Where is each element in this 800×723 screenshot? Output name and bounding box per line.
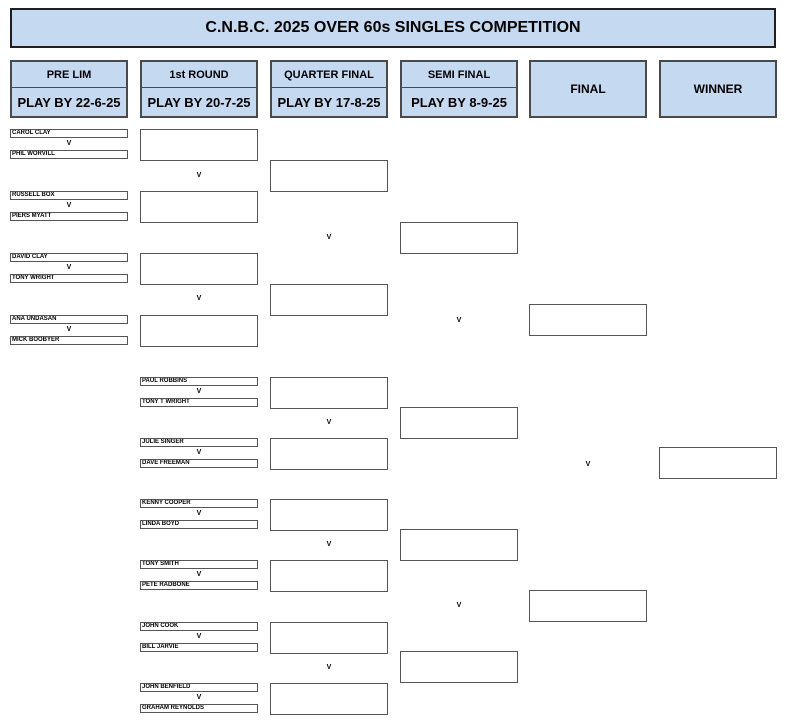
- vs-label: V: [196, 449, 202, 456]
- prelim-player-1: CAROL CLAY: [10, 129, 128, 138]
- vs-label: V: [326, 419, 332, 426]
- round1-player-2: BILL JARVIE: [140, 643, 258, 652]
- header-quarter: QUARTER FINAL PLAY BY 17-8-25: [270, 60, 388, 118]
- header-semi: SEMI FINAL PLAY BY 8-9-25: [400, 60, 518, 118]
- round1-player-2: PETE RADBONE: [140, 581, 258, 590]
- semi-final-slot[interactable]: [400, 222, 518, 254]
- vs-label: V: [66, 202, 72, 209]
- round1-player-1: PAUL ROBBINS: [140, 377, 258, 386]
- quarter-final-slot[interactable]: [270, 284, 388, 316]
- vs-label: V: [456, 317, 462, 324]
- vs-label: V: [196, 571, 202, 578]
- semi-final-slot[interactable]: [400, 407, 518, 439]
- header-round1: 1st ROUND PLAY BY 20-7-25: [140, 60, 258, 118]
- round1-player-1: JULIE SINGER: [140, 438, 258, 447]
- round1-player-2: TONY T WRIGHT: [140, 398, 258, 407]
- vs-label: V: [326, 234, 332, 241]
- quarter-final-slot[interactable]: [270, 560, 388, 592]
- vs-label: V: [326, 541, 332, 548]
- header-round1-round: 1st ROUND: [142, 62, 256, 88]
- round1-player-1: KENNY COOPER: [140, 499, 258, 508]
- vs-label: V: [196, 510, 202, 517]
- prelim-player-1: ANA UNDASAN: [10, 315, 128, 324]
- vs-label: V: [326, 664, 332, 671]
- vs-label: V: [196, 633, 202, 640]
- winner-slot[interactable]: [659, 447, 777, 479]
- semi-final-slot[interactable]: [400, 529, 518, 561]
- prelim-player-2: MICK BOOBYER: [10, 336, 128, 345]
- vs-label: V: [196, 388, 202, 395]
- final-slot[interactable]: [529, 304, 647, 336]
- header-quarter-round: QUARTER FINAL: [272, 62, 386, 88]
- prelim-player-2: PHIL WORVILL: [10, 150, 128, 159]
- round1-slot[interactable]: [140, 129, 258, 161]
- header-round1-deadline: PLAY BY 20-7-25: [147, 95, 251, 110]
- vs-label: V: [585, 461, 591, 468]
- vs-label: V: [196, 172, 202, 179]
- vs-label: V: [456, 602, 462, 609]
- quarter-final-slot[interactable]: [270, 499, 388, 531]
- header-prelim-deadline: PLAY BY 22-6-25: [17, 95, 121, 110]
- round1-player-2: GRAHAM REYNOLDS: [140, 704, 258, 713]
- quarter-final-slot[interactable]: [270, 438, 388, 470]
- header-prelim: PRE LIM PLAY BY 22-6-25: [10, 60, 128, 118]
- prelim-player-2: TONY WRIGHT: [10, 274, 128, 283]
- header-quarter-deadline: PLAY BY 17-8-25: [277, 95, 381, 110]
- quarter-final-slot[interactable]: [270, 160, 388, 192]
- quarter-final-slot[interactable]: [270, 683, 388, 715]
- vs-label: V: [66, 140, 72, 147]
- semi-final-slot[interactable]: [400, 651, 518, 683]
- prelim-player-2: PIERS MYATT: [10, 212, 128, 221]
- vs-label: V: [66, 326, 72, 333]
- round1-slot[interactable]: [140, 315, 258, 347]
- header-semi-round: SEMI FINAL: [402, 62, 516, 88]
- vs-label: V: [196, 295, 202, 302]
- vs-label: V: [66, 264, 72, 271]
- competition-title: C.N.B.C. 2025 OVER 60s SINGLES COMPETITI…: [10, 8, 776, 48]
- round1-player-2: LINDA BOYD: [140, 520, 258, 529]
- round1-player-2: DAVE FREEMAN: [140, 459, 258, 468]
- vs-label: V: [196, 694, 202, 701]
- round1-player-1: JOHN COOK: [140, 622, 258, 631]
- final-slot[interactable]: [529, 590, 647, 622]
- prelim-player-1: DAVID CLAY: [10, 253, 128, 262]
- header-winner-round: WINNER: [693, 82, 743, 96]
- header-semi-deadline: PLAY BY 8-9-25: [411, 95, 507, 110]
- prelim-player-1: RUSSELL BOX: [10, 191, 128, 200]
- quarter-final-slot[interactable]: [270, 622, 388, 654]
- round1-player-1: TONY SMITH: [140, 560, 258, 569]
- quarter-final-slot[interactable]: [270, 377, 388, 409]
- round1-player-1: JOHN BENFIELD: [140, 683, 258, 692]
- header-prelim-round: PRE LIM: [12, 62, 126, 88]
- round1-slot[interactable]: [140, 253, 258, 285]
- header-final: FINAL: [529, 60, 647, 118]
- header-final-round: FINAL: [570, 82, 606, 96]
- header-winner: WINNER: [659, 60, 777, 118]
- round1-slot[interactable]: [140, 191, 258, 223]
